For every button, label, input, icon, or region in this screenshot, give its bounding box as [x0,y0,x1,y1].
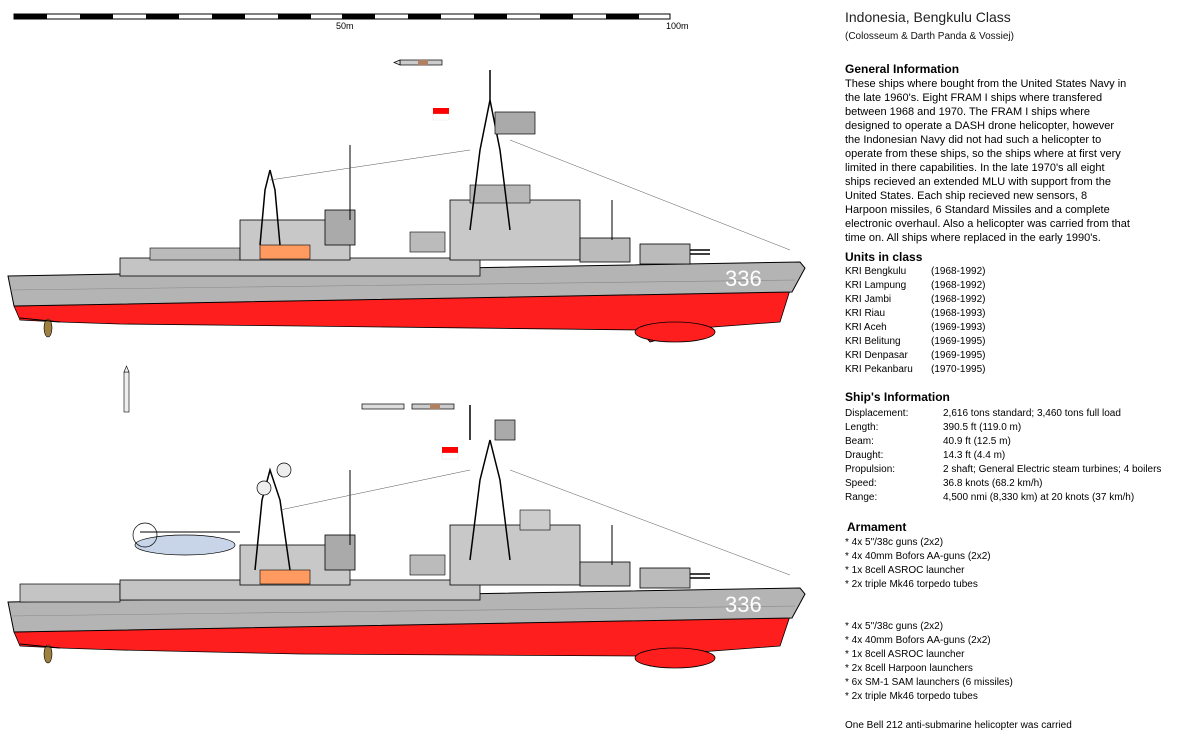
harpoon-missile-icon [361,403,455,410]
armament-item: * 4x 40mm Bofors AA-guns (2x2) [845,635,991,646]
ship-profile-original: 336 [7,59,806,343]
info-label: Range: [845,492,878,503]
credit-line: (Colosseum & Darth Panda & Vossiej) [845,31,1014,42]
helicopter-icon [132,522,240,556]
armament-item: * 2x triple Mk46 torpedo tubes [845,691,978,702]
unit-years: (1968-1992) [931,294,986,305]
info-value: 14.3 ft (4.4 m) [943,450,1006,461]
general-heading: General Information [845,62,960,76]
info-label: Propulsion: [845,464,896,475]
info-value: 390.5 ft (119.0 m) [943,422,1022,433]
unit-name: KRI Denpasar [845,350,908,361]
unit-years: (1970-1995) [931,364,986,375]
armament-item: * 4x 5"/38c guns (2x2) [845,537,944,548]
unit-name: KRI Riau [845,308,886,319]
general-text: These ships where bought from the United… [845,78,1130,244]
info-value: 36.8 knots (68.2 km/h) [943,478,1043,489]
armament-item: * 1x 8cell ASROC launcher [845,565,965,576]
unit-name: KRI Jambi [845,294,892,305]
harpoon-missile-icon [393,59,443,66]
ship-drawing: 50m 100m [7,13,806,669]
info-value: 2,616 tons standard; 3,460 tons full loa… [943,408,1121,419]
scale-label-50m: 50m [336,21,354,31]
armament-item: * 4x 40mm Bofors AA-guns (2x2) [845,551,991,562]
flag-icon [442,447,458,453]
hull-number-top: 336 [725,266,762,291]
armament-item: * 4x 5"/38c guns (2x2) [845,621,944,632]
unit-years: (1968-1992) [931,266,986,277]
standard-missile-icon [123,365,130,413]
flag-icon [433,108,449,114]
unit-name: KRI Bengkulu [845,266,907,277]
info-label: Speed: [845,478,877,489]
propeller-icon [19,317,61,338]
unit-name: KRI Aceh [845,322,887,333]
hull-number-bottom: 336 [725,592,762,617]
unit-years: (1969-1995) [931,350,986,361]
propeller-icon [19,643,61,664]
unit-years: (1969-1993) [931,322,986,333]
info-value: 40.9 ft (12.5 m) [943,436,1011,447]
armament-item: * 2x triple Mk46 torpedo tubes [845,579,978,590]
info-label: Length: [845,422,879,433]
ship-profile-modernized: 336 [7,365,806,669]
info-value: 4,500 nmi (8,330 km) at 20 knots (37 km/… [943,492,1135,503]
unit-name: KRI Belitung [845,336,901,347]
armament-item: * 6x SM-1 SAM launchers (6 missiles) [845,677,1013,688]
info-value: 2 shaft; General Electric steam turbines… [943,464,1162,475]
unit-years: (1969-1995) [931,336,986,347]
armament-heading: Armament [847,520,907,534]
armament-item: * 2x 8cell Harpoon launchers [845,663,973,674]
units-heading: Units in class [845,250,923,264]
unit-years: (1968-1992) [931,280,986,291]
unit-name: KRI Pekanbaru [845,364,913,375]
info-label: Beam: [845,436,874,447]
info-label: Draught: [845,450,884,461]
unit-name: KRI Lampung [845,280,907,291]
armament-item: * 1x 8cell ASROC launcher [845,649,965,660]
ship-info-heading: Ship's Information [845,390,950,404]
info-label: Displacement: [845,408,909,419]
helicopter-note: One Bell 212 anti-submarine helicopter w… [845,720,1072,731]
scale-label-100m: 100m [666,21,689,31]
page-title: Indonesia, Bengkulu Class [845,9,1011,25]
unit-years: (1968-1993) [931,308,986,319]
scale-bar: 50m 100m [13,13,689,31]
